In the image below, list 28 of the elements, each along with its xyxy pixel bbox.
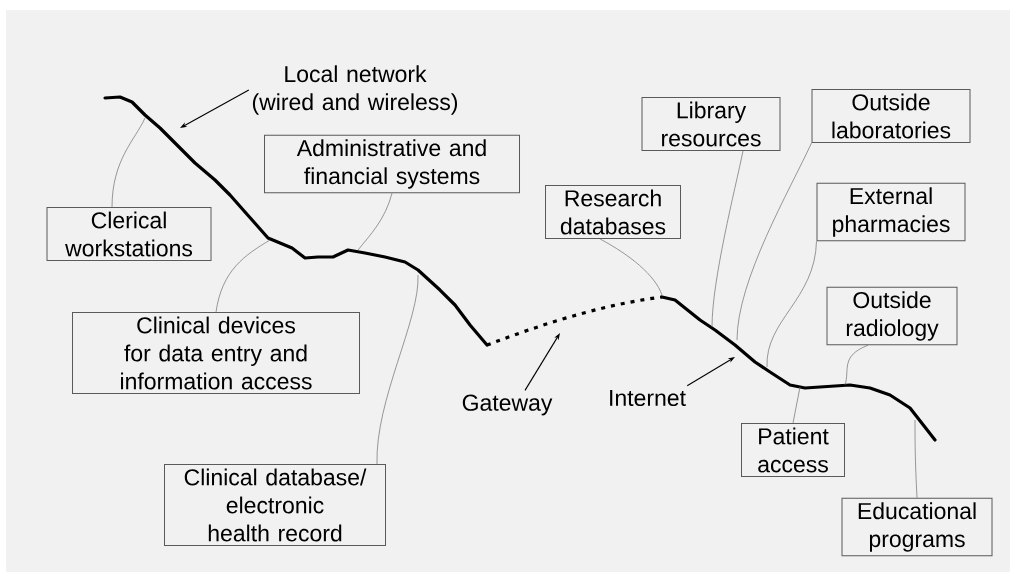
label-box: Library resources — [641, 97, 781, 151]
label-box: External pharmacies — [816, 182, 966, 242]
label-box: Outside laboratories — [811, 89, 971, 143]
label-box: Clinical database/ electronic health record — [164, 464, 386, 546]
label-box: Clinical devices for data entry and information access — [72, 312, 360, 394]
leader-line — [766, 240, 817, 368]
leader-line — [914, 419, 918, 499]
leader-line — [357, 192, 393, 251]
leader-line — [736, 142, 812, 341]
leader-line — [844, 344, 869, 386]
leader-line — [599, 238, 663, 296]
arrow — [180, 89, 250, 128]
callout-text: Gateway — [462, 394, 553, 416]
callout-text: Internet — [610, 390, 686, 407]
leader-line — [215, 239, 271, 313]
callout-text: Local network (wired and wireless) — [252, 65, 458, 115]
leader-line — [711, 150, 744, 328]
label-box: Clerical workstations — [46, 207, 212, 261]
arrow — [524, 333, 560, 391]
leader-line — [376, 274, 419, 465]
label-box: Educational programs — [841, 497, 993, 557]
arrow — [686, 357, 735, 387]
leader-line — [792, 386, 801, 424]
label-box: Research databases — [545, 185, 681, 239]
label-box: Administrative and financial systems — [264, 134, 520, 194]
label-box: Patient access — [741, 423, 845, 477]
leader-line — [111, 117, 146, 208]
label-box: Outside radiology — [826, 286, 958, 346]
